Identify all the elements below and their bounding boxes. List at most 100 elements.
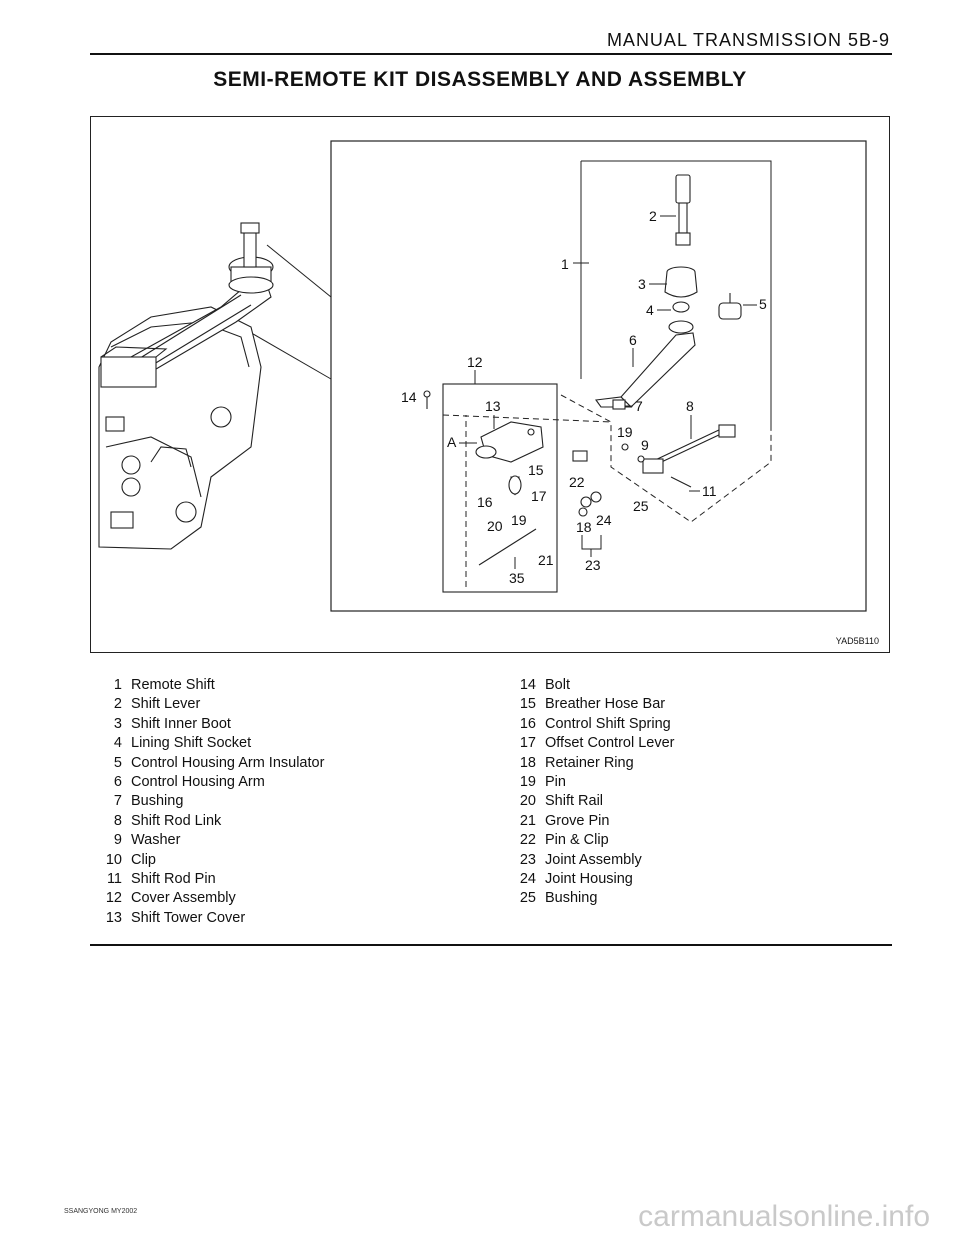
footer-model-label: SSANGYONG MY2002 xyxy=(64,1208,138,1215)
legend-label: Control Shift Spring xyxy=(545,715,671,732)
shift-tower-cover xyxy=(423,390,602,566)
callout-35: 35 xyxy=(509,570,525,586)
legend-label: Lining Shift Socket xyxy=(131,735,252,752)
legend-label: Shift Rod Link xyxy=(131,812,222,829)
legend-item: 11 Shift Rod Pin xyxy=(96,870,324,889)
legend-number: 20 xyxy=(519,793,536,810)
legend-number: 13 xyxy=(105,909,122,926)
legend-number: 5 xyxy=(113,754,122,771)
legend-number: 12 xyxy=(105,890,122,907)
callout-25: 25 xyxy=(633,498,649,514)
callout-5: 5 xyxy=(759,296,767,312)
legend-number: 21 xyxy=(519,812,536,829)
legend-number: 9 xyxy=(113,832,122,849)
transmission-housing xyxy=(98,222,274,550)
legend-item: 1 Remote Shift xyxy=(96,676,324,695)
legend-number: 2 xyxy=(113,696,122,713)
callout-19-lower: 19 xyxy=(511,512,527,528)
legend-label: Control Housing Arm xyxy=(131,774,265,791)
legend-item: 25 Bushing xyxy=(510,889,675,908)
detail-inset-frame xyxy=(330,140,867,612)
callout-16: 16 xyxy=(477,494,493,510)
callout-12: 12 xyxy=(467,354,483,370)
legend-label: Shift Inner Boot xyxy=(131,715,231,732)
legend-item: 9 Washer xyxy=(96,831,324,850)
legend-label: Shift Rod Pin xyxy=(131,871,216,888)
legend-item: 16 Control Shift Spring xyxy=(510,715,675,734)
callout-6: 6 xyxy=(629,332,637,348)
callout-9: 9 xyxy=(641,437,649,453)
callout-22: 22 xyxy=(569,474,585,490)
legend-label: Bolt xyxy=(545,677,570,693)
legend-label: Cover Assembly xyxy=(131,890,236,907)
header-rule xyxy=(90,53,892,55)
callout-24: 24 xyxy=(596,512,612,528)
callout-7: 7 xyxy=(635,398,643,414)
callout-19-upper: 19 xyxy=(617,424,633,440)
legend-item: 24 Joint Housing xyxy=(510,870,675,889)
legend-label: Breather Hose Bar xyxy=(545,696,666,713)
legend-number: 1 xyxy=(113,677,122,693)
legend-label: Joint Housing xyxy=(545,871,633,888)
callout-11: 11 xyxy=(702,483,717,499)
callout-21: 21 xyxy=(538,552,554,568)
callout-4: 4 xyxy=(646,302,654,318)
shift-lever-assembly xyxy=(595,174,742,408)
legend-number: 22 xyxy=(519,832,536,849)
callout-17: 17 xyxy=(531,488,547,504)
legend-number: 8 xyxy=(113,812,122,829)
callout-13: 13 xyxy=(485,398,501,414)
callout-8: 8 xyxy=(686,398,694,414)
legend-number: 24 xyxy=(519,871,536,888)
legend-label: Shift Lever xyxy=(131,696,201,713)
legend-number: 11 xyxy=(106,871,122,888)
legend-item: 3 Shift Inner Boot xyxy=(96,715,324,734)
legend-number: 14 xyxy=(519,677,536,693)
legend-number: 6 xyxy=(113,774,122,791)
legend-item: 2 Shift Lever xyxy=(96,695,324,714)
callout-23: 23 xyxy=(585,557,601,573)
legend-label: Clip xyxy=(131,851,156,868)
section-header-title: MANUAL TRANSMISSION 5B-9 xyxy=(606,30,890,50)
legend-item: 15 Breather Hose Bar xyxy=(510,695,675,714)
legend-label: Bushing xyxy=(131,793,184,810)
cover-assembly-frame xyxy=(442,383,558,593)
legend-number: 25 xyxy=(519,890,536,907)
callout-14: 14 xyxy=(401,389,417,405)
legend-item: 12 Cover Assembly xyxy=(96,889,324,908)
callout-2: 2 xyxy=(649,208,657,224)
legend-label: Washer xyxy=(131,832,181,849)
legend-number: 4 xyxy=(113,735,122,752)
legend-item: 6 Control Housing Arm xyxy=(96,773,324,792)
callout-20: 20 xyxy=(487,518,503,534)
parts-legend-left: 1 Remote Shift 2 Shift Lever 3 Shift Inner … xyxy=(96,676,325,928)
footer-rule xyxy=(90,944,892,946)
legend-item: 14 Bolt xyxy=(510,676,675,695)
page-title: SEMI-REMOTE KIT DISASSEMBLY AND ASSEMBLY xyxy=(213,68,747,91)
callout-A: A xyxy=(447,434,457,450)
legend-number: 3 xyxy=(113,715,122,732)
legend-number: 16 xyxy=(519,715,536,732)
legend-number: 17 xyxy=(519,735,536,752)
legend-label: Bushing xyxy=(545,890,598,907)
callout-labels: 1 2 3 4 5 6 7 8 19 9 11 12 13 14 A xyxy=(401,208,767,586)
callout-1: 1 xyxy=(561,256,569,272)
legend-label: Remote Shift xyxy=(131,677,215,693)
figure-code: YAD5B110 xyxy=(835,636,879,646)
legend-number: 19 xyxy=(519,774,536,791)
watermark: carmanualsonline.info xyxy=(638,1200,930,1233)
callout-3: 3 xyxy=(638,276,646,292)
legend-number: 15 xyxy=(519,696,536,713)
legend-item: 8 Shift Rod Link xyxy=(96,812,324,831)
legend-item: 17 Offset Control Lever xyxy=(510,734,675,753)
legend-label: Offset Control Lever xyxy=(545,735,675,752)
